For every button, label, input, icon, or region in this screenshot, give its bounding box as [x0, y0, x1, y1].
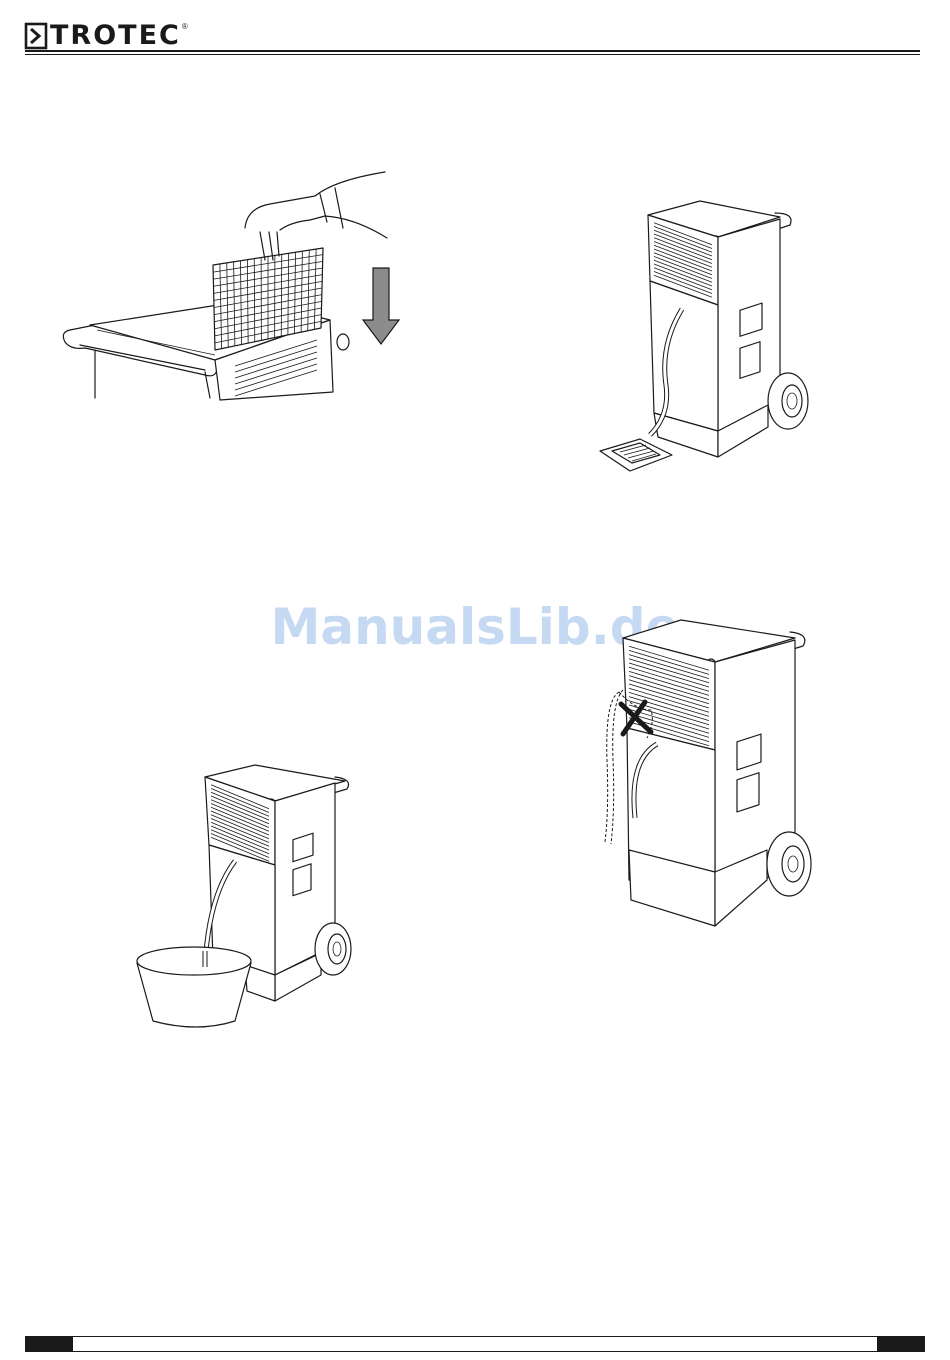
drain-hose-bucket-illustration [135, 765, 365, 1035]
header-rule-thin [25, 54, 920, 55]
header-rule [25, 50, 920, 52]
page-header: TROTEC ® [0, 0, 950, 60]
footer-left-block [26, 1337, 73, 1351]
drain-hose-wrong-routing-illustration [595, 610, 825, 940]
registered-mark: ® [182, 22, 188, 31]
drain-hose-floor-drain-illustration [590, 195, 840, 465]
trotec-logo: TROTEC ® [25, 21, 188, 51]
brand-name: TROTEC [50, 23, 181, 49]
footer-right-block [877, 1337, 924, 1351]
page-footer-bar [25, 1336, 925, 1352]
trotec-logo-mark-icon [25, 23, 47, 49]
filter-insertion-illustration [55, 160, 410, 400]
down-arrow-icon [363, 268, 399, 344]
